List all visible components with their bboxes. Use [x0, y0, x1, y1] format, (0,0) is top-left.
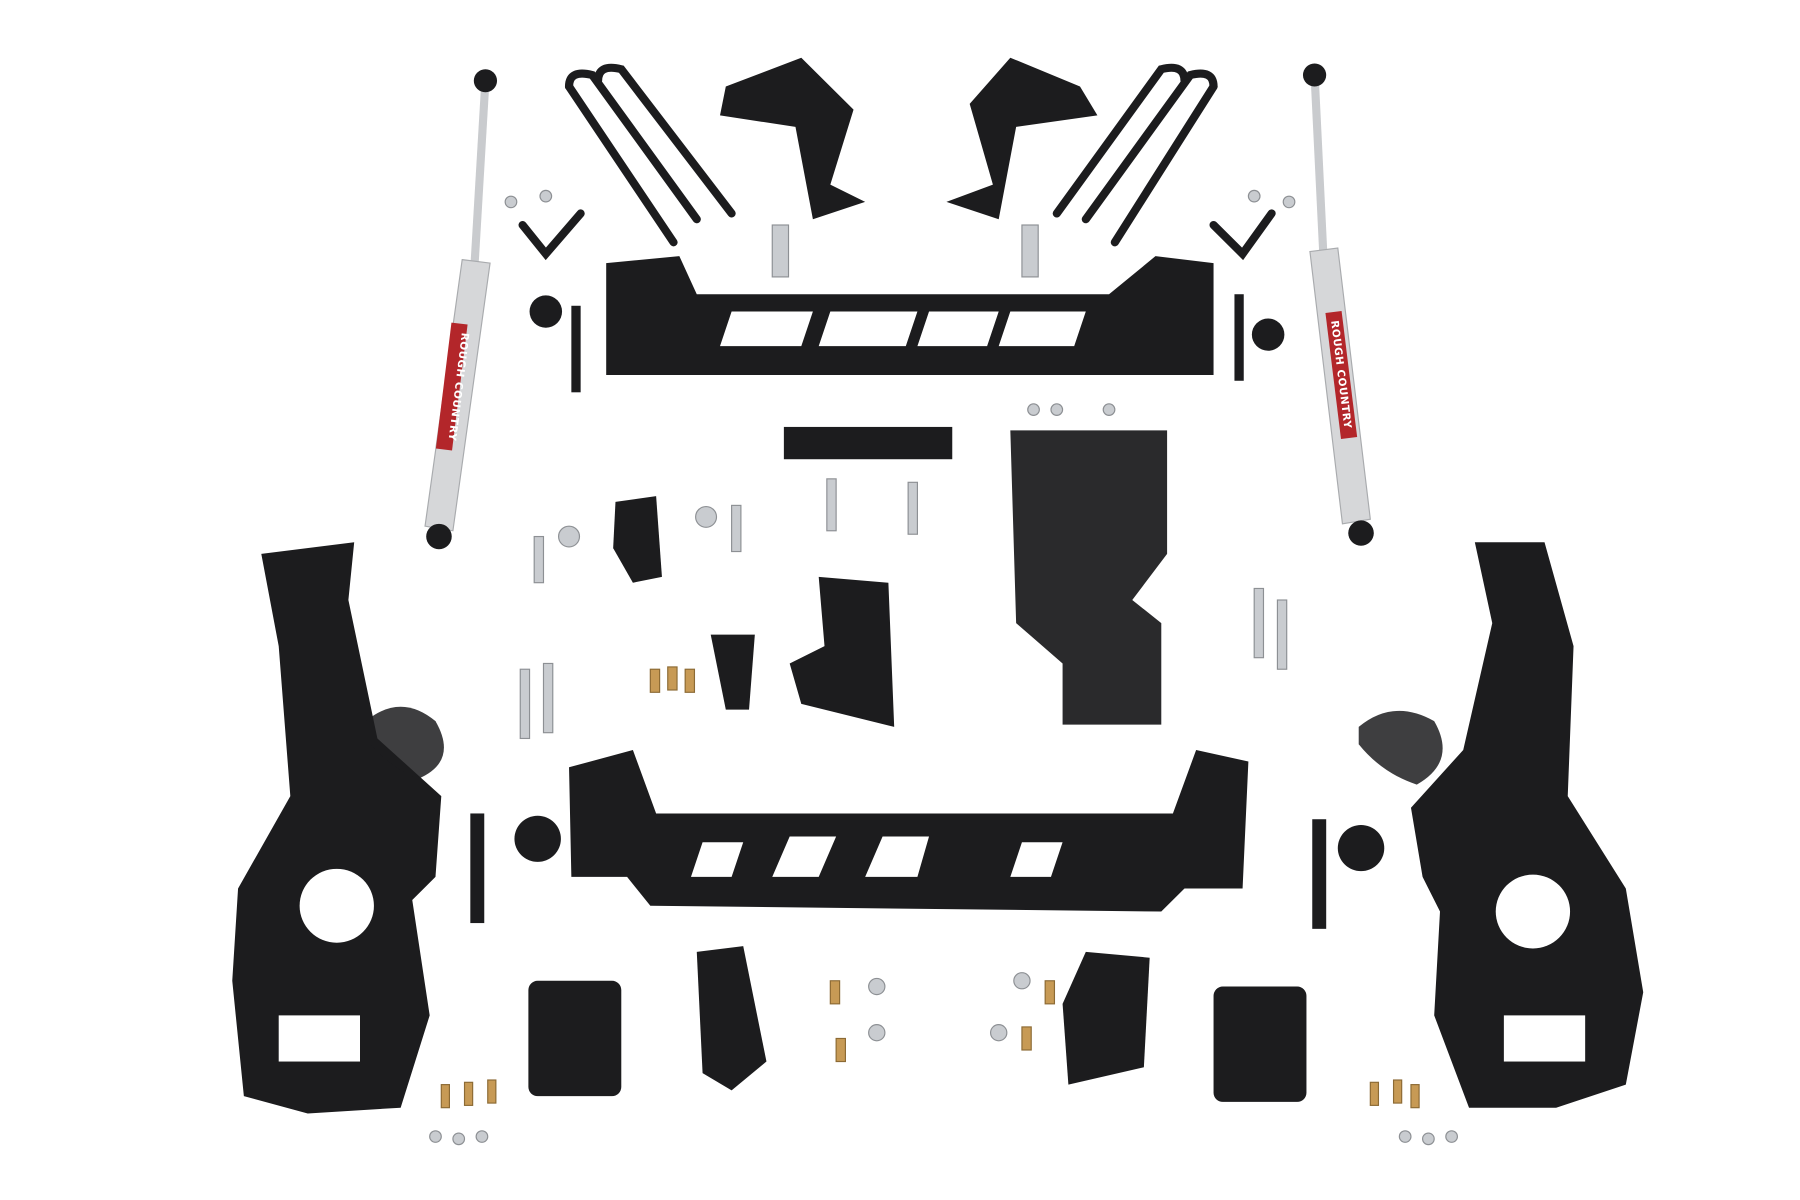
right-shock: ROUGH COUNTRY: [1302, 63, 1374, 546]
front-crossmember: [569, 750, 1249, 912]
left-shock: ROUGH COUNTRY: [424, 69, 498, 550]
skid-plate: [1010, 430, 1168, 725]
rear-crossmember: [606, 256, 1214, 375]
rear-brackets: [720, 57, 1098, 220]
left-knuckle: [232, 542, 442, 1114]
spacers-and-blocks: [470, 294, 1385, 1102]
center-brackets: [613, 426, 953, 727]
hardware: [365, 189, 1459, 1146]
right-knuckle: [1410, 542, 1644, 1108]
u-bolts: [518, 63, 1276, 261]
